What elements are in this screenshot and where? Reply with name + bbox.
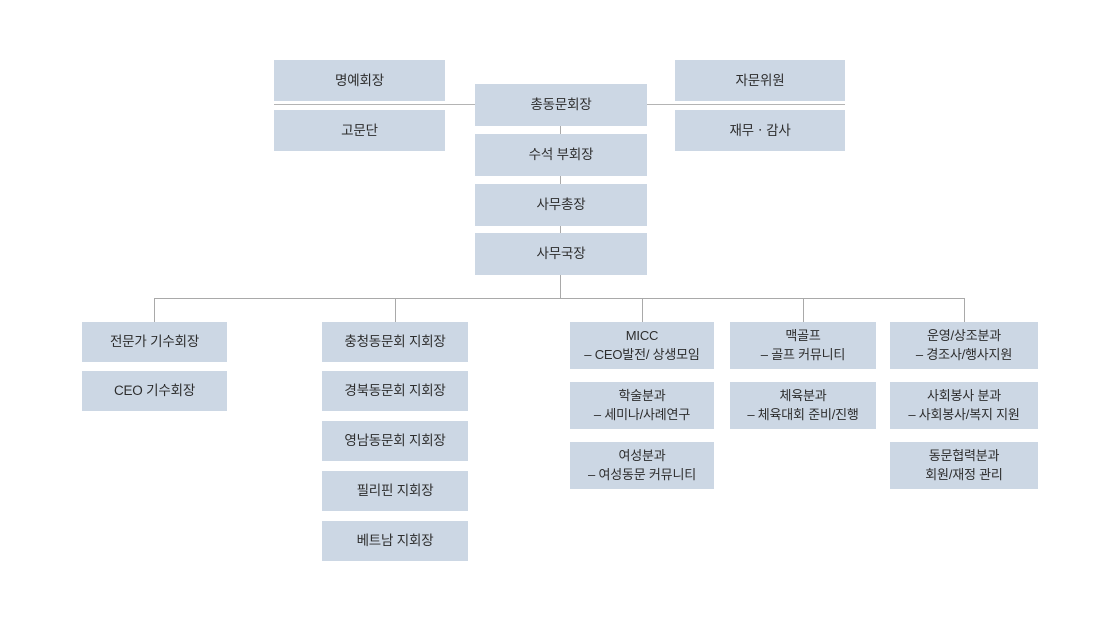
node-label: 수석 부회장 <box>528 147 594 163</box>
node-branch-3-item-2[interactable]: 학술분과 – 세미나/사례연구 <box>570 382 714 429</box>
node-label: 필리핀 지회장 <box>356 483 434 499</box>
node-label: 자문위원 <box>735 72 785 88</box>
node-label: 전문가 기수회장 <box>109 334 200 350</box>
node-honorary-chairman[interactable]: 명예회장 <box>274 60 445 101</box>
node-label-line1: 맥골프 <box>785 327 821 343</box>
node-label-line2: – 세미나/사례연구 <box>593 406 691 422</box>
node-label-line2: – 사회봉사/복지 지원 <box>908 406 1020 422</box>
node-finance-audit[interactable]: 재무ㆍ감사 <box>675 110 845 151</box>
node-branch-2-item-3[interactable]: 영남동문회 지회장 <box>322 421 468 461</box>
node-branch-2-item-1[interactable]: 충청동문회 지회장 <box>322 322 468 362</box>
node-label: 사무국장 <box>536 246 586 262</box>
node-label-line1: 체육분과 <box>779 387 827 403</box>
connector-office-director-to-bus <box>560 275 561 298</box>
node-label-line2: 회원/재정 관리 <box>925 466 1003 482</box>
node-branch-3-item-3[interactable]: 여성분과 – 여성동문 커뮤니티 <box>570 442 714 489</box>
node-label-line2: – CEO발전/ 상생모임 <box>584 346 700 362</box>
node-label-line2: – 경조사/행사지원 <box>915 346 1013 362</box>
node-senior-vice-president[interactable]: 수석 부회장 <box>475 134 647 176</box>
node-branch-2-item-5[interactable]: 베트남 지회장 <box>322 521 468 561</box>
node-label: 사무총장 <box>536 197 586 213</box>
connector-bus-to-branch-1 <box>154 298 155 322</box>
node-label: CEO 기수회장 <box>113 383 196 399</box>
node-label-line1: 동문협력분과 <box>928 447 1000 463</box>
node-label: 경북동문회 지회장 <box>344 383 446 399</box>
node-branch-4-item-1[interactable]: 맥골프 – 골프 커뮤니티 <box>730 322 876 369</box>
node-label: 총동문회장 <box>530 97 592 113</box>
node-branch-2-item-4[interactable]: 필리핀 지회장 <box>322 471 468 511</box>
connector-secretary-general-to-office-director <box>560 226 561 233</box>
connector-president-to-vp <box>560 126 561 134</box>
node-branch-3-item-1[interactable]: MICC – CEO발전/ 상생모임 <box>570 322 714 369</box>
node-label: 충청동문회 지회장 <box>344 334 446 350</box>
connector-bus-to-branch-2 <box>395 298 396 322</box>
branch-distribution-bus <box>154 298 965 299</box>
node-branch-5-item-2[interactable]: 사회봉사 분과 – 사회봉사/복지 지원 <box>890 382 1038 429</box>
node-label-line2: – 여성동문 커뮤니티 <box>588 466 696 482</box>
node-label-line1: MICC <box>625 327 659 343</box>
node-label: 고문단 <box>341 122 378 138</box>
node-label-line1: 운영/상조분과 <box>927 327 1001 343</box>
connector-bus-to-branch-3 <box>642 298 643 322</box>
node-branch-2-item-2[interactable]: 경북동문회 지회장 <box>322 371 468 411</box>
connector-bus-to-branch-4 <box>803 298 804 322</box>
node-label-line2: – 체육대회 준비/진행 <box>747 406 859 422</box>
node-label: 명예회장 <box>335 72 384 88</box>
node-label-line1: 사회봉사 분과 <box>927 387 1001 403</box>
node-branch-4-item-2[interactable]: 체육분과 – 체육대회 준비/진행 <box>730 382 876 429</box>
connector-bus-to-branch-5 <box>964 298 965 322</box>
node-advisory-committee[interactable]: 자문위원 <box>675 60 845 101</box>
connector-vp-to-secretary-general <box>560 176 561 184</box>
node-branch-5-item-1[interactable]: 운영/상조분과 – 경조사/행사지원 <box>890 322 1038 369</box>
node-label-line1: 여성분과 <box>618 447 666 463</box>
node-branch-1-item-1[interactable]: 전문가 기수회장 <box>82 322 227 362</box>
node-president[interactable]: 총동문회장 <box>475 84 647 126</box>
node-label: 재무ㆍ감사 <box>729 122 791 138</box>
node-branch-5-item-3[interactable]: 동문협력분과 회원/재정 관리 <box>890 442 1038 489</box>
node-advisory-group[interactable]: 고문단 <box>274 110 445 151</box>
node-label: 영남동문회 지회장 <box>344 433 446 449</box>
node-label: 베트남 지회장 <box>356 533 434 549</box>
node-branch-1-item-2[interactable]: CEO 기수회장 <box>82 371 227 411</box>
node-label-line1: 학술분과 <box>618 387 666 403</box>
node-secretary-general[interactable]: 사무총장 <box>475 184 647 226</box>
node-label-line2: – 골프 커뮤니티 <box>760 346 846 362</box>
node-office-director[interactable]: 사무국장 <box>475 233 647 275</box>
